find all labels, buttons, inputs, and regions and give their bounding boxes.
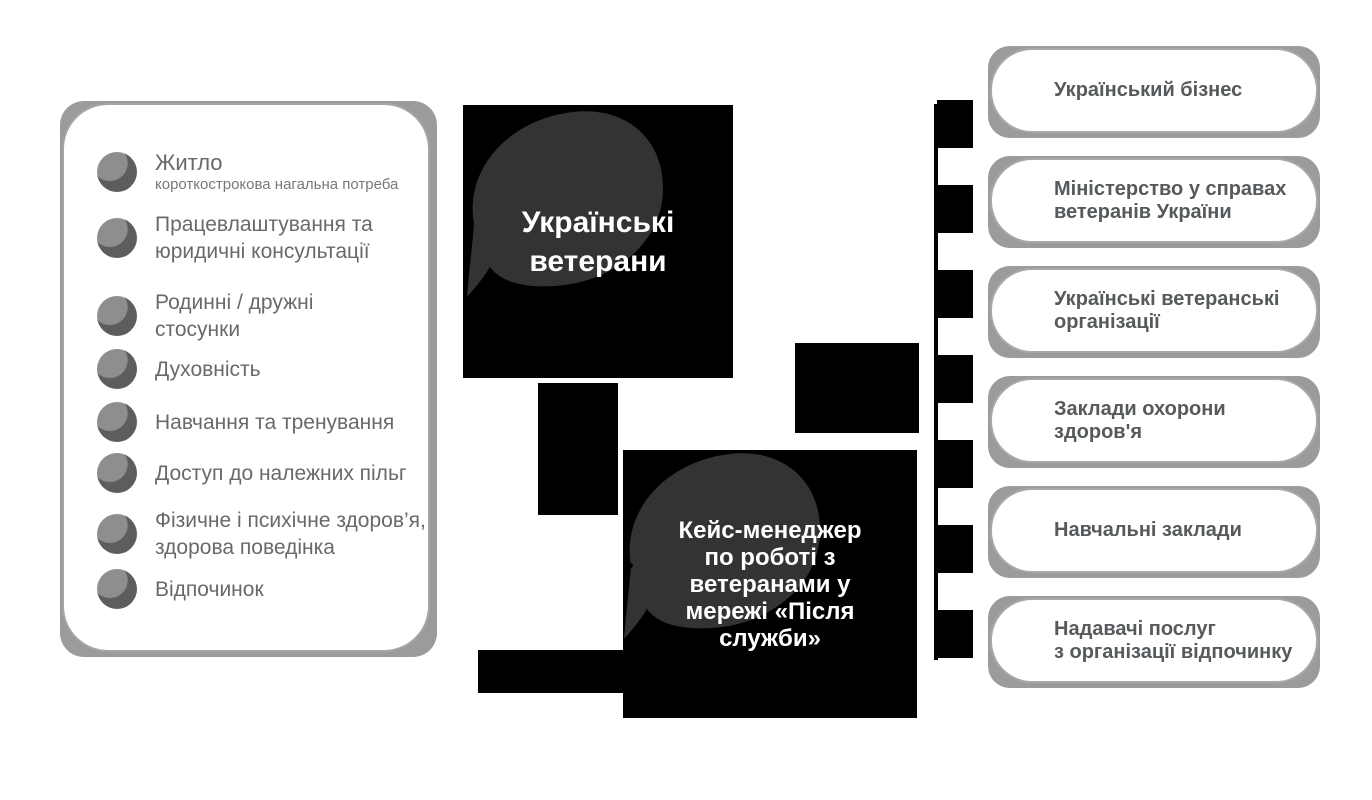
connector-line [934,104,938,660]
connector-dash [937,355,973,403]
connector-block-vertical [538,383,618,515]
partner-box-healthcare: Заклади охорони здоров'я [990,378,1318,463]
need-item-training: Навчання та тренування [97,402,394,442]
need-label: Фізичне і психічне здоров’я, здорова пов… [155,509,426,559]
need-item-leisure: Відпочинок [97,569,264,609]
need-item-benefits: Доступ до належних пільг [97,453,407,493]
leaf-dot [468,237,473,242]
leaf-dot [628,563,633,568]
need-label: Навчання та тренування [155,410,395,434]
partner-box-label: Заклади охорони здоров'я [1054,397,1226,443]
need-label: Відпочинок [155,577,264,601]
partner-box-label: Міністерство у справах ветеранів України [1054,177,1287,223]
need-label: Працевлаштування та юридичні консультаці… [155,213,373,263]
bullet-sphere-icon [97,151,137,192]
connector-dash [937,185,973,233]
bullet-sphere-icon [97,453,137,493]
need-label: Духовність [155,357,261,381]
connector-dash [937,610,973,658]
connector-block-bottom [478,650,623,693]
partner-box-label: Навчальні заклади [1054,519,1242,541]
need-label: Родинні / дружні стосунки [155,291,314,341]
partner-box-label: Український бізнес [1054,79,1243,101]
need-label: Житло [155,150,223,175]
partner-box-label: Українські ветеранські організації [1054,287,1280,333]
need-item-employment: Працевлаштування та юридичні консультаці… [97,211,373,265]
case-manager-node-label: Кейс-менеджер по роботі з ветеранами у м… [678,516,862,652]
partner-box-veteran-orgs: Українські ветеранські організації [990,268,1318,353]
need-item-health: Фізичне і психічне здоров’я, здорова пов… [97,507,426,561]
bullet-sphere-icon [97,514,137,554]
need-sublabel: короткострокова нагальна потреба [155,176,399,193]
partner-box-ministry: Міністерство у справах ветеранів України [990,158,1318,243]
bullet-sphere-icon [97,218,137,258]
partner-box-leisure-providers: Надавачі послуг з організації відпочинку [990,598,1318,683]
veterans-node-label: Українські ветерани [521,205,675,278]
need-item-family: Родинні / дружні стосунки [97,289,313,343]
partner-box-education: Навчальні заклади [990,488,1318,573]
bullet-sphere-icon [97,402,137,442]
connector-dash [937,100,973,148]
connector-block-right [795,343,919,433]
partner-box-label: Надавачі послуг з організації відпочинку [1054,617,1293,663]
bullet-sphere-icon [97,296,137,336]
need-item-housing: Житло короткострокова нагальна потреба [97,149,398,194]
need-label: Доступ до належних пільг [155,461,407,485]
connector-dash [937,440,973,488]
connector-dash [937,270,973,318]
bullet-sphere-icon [97,349,137,389]
needs-panel: Житло короткострокова нагальна потреба П… [62,103,430,652]
leaf-shape [624,453,821,638]
leaf-shape [467,111,664,296]
partner-box-business: Український бізнес [990,48,1318,133]
bullet-sphere-icon [97,569,137,609]
need-item-spirituality: Духовність [97,349,261,389]
connector-dash [937,525,973,573]
